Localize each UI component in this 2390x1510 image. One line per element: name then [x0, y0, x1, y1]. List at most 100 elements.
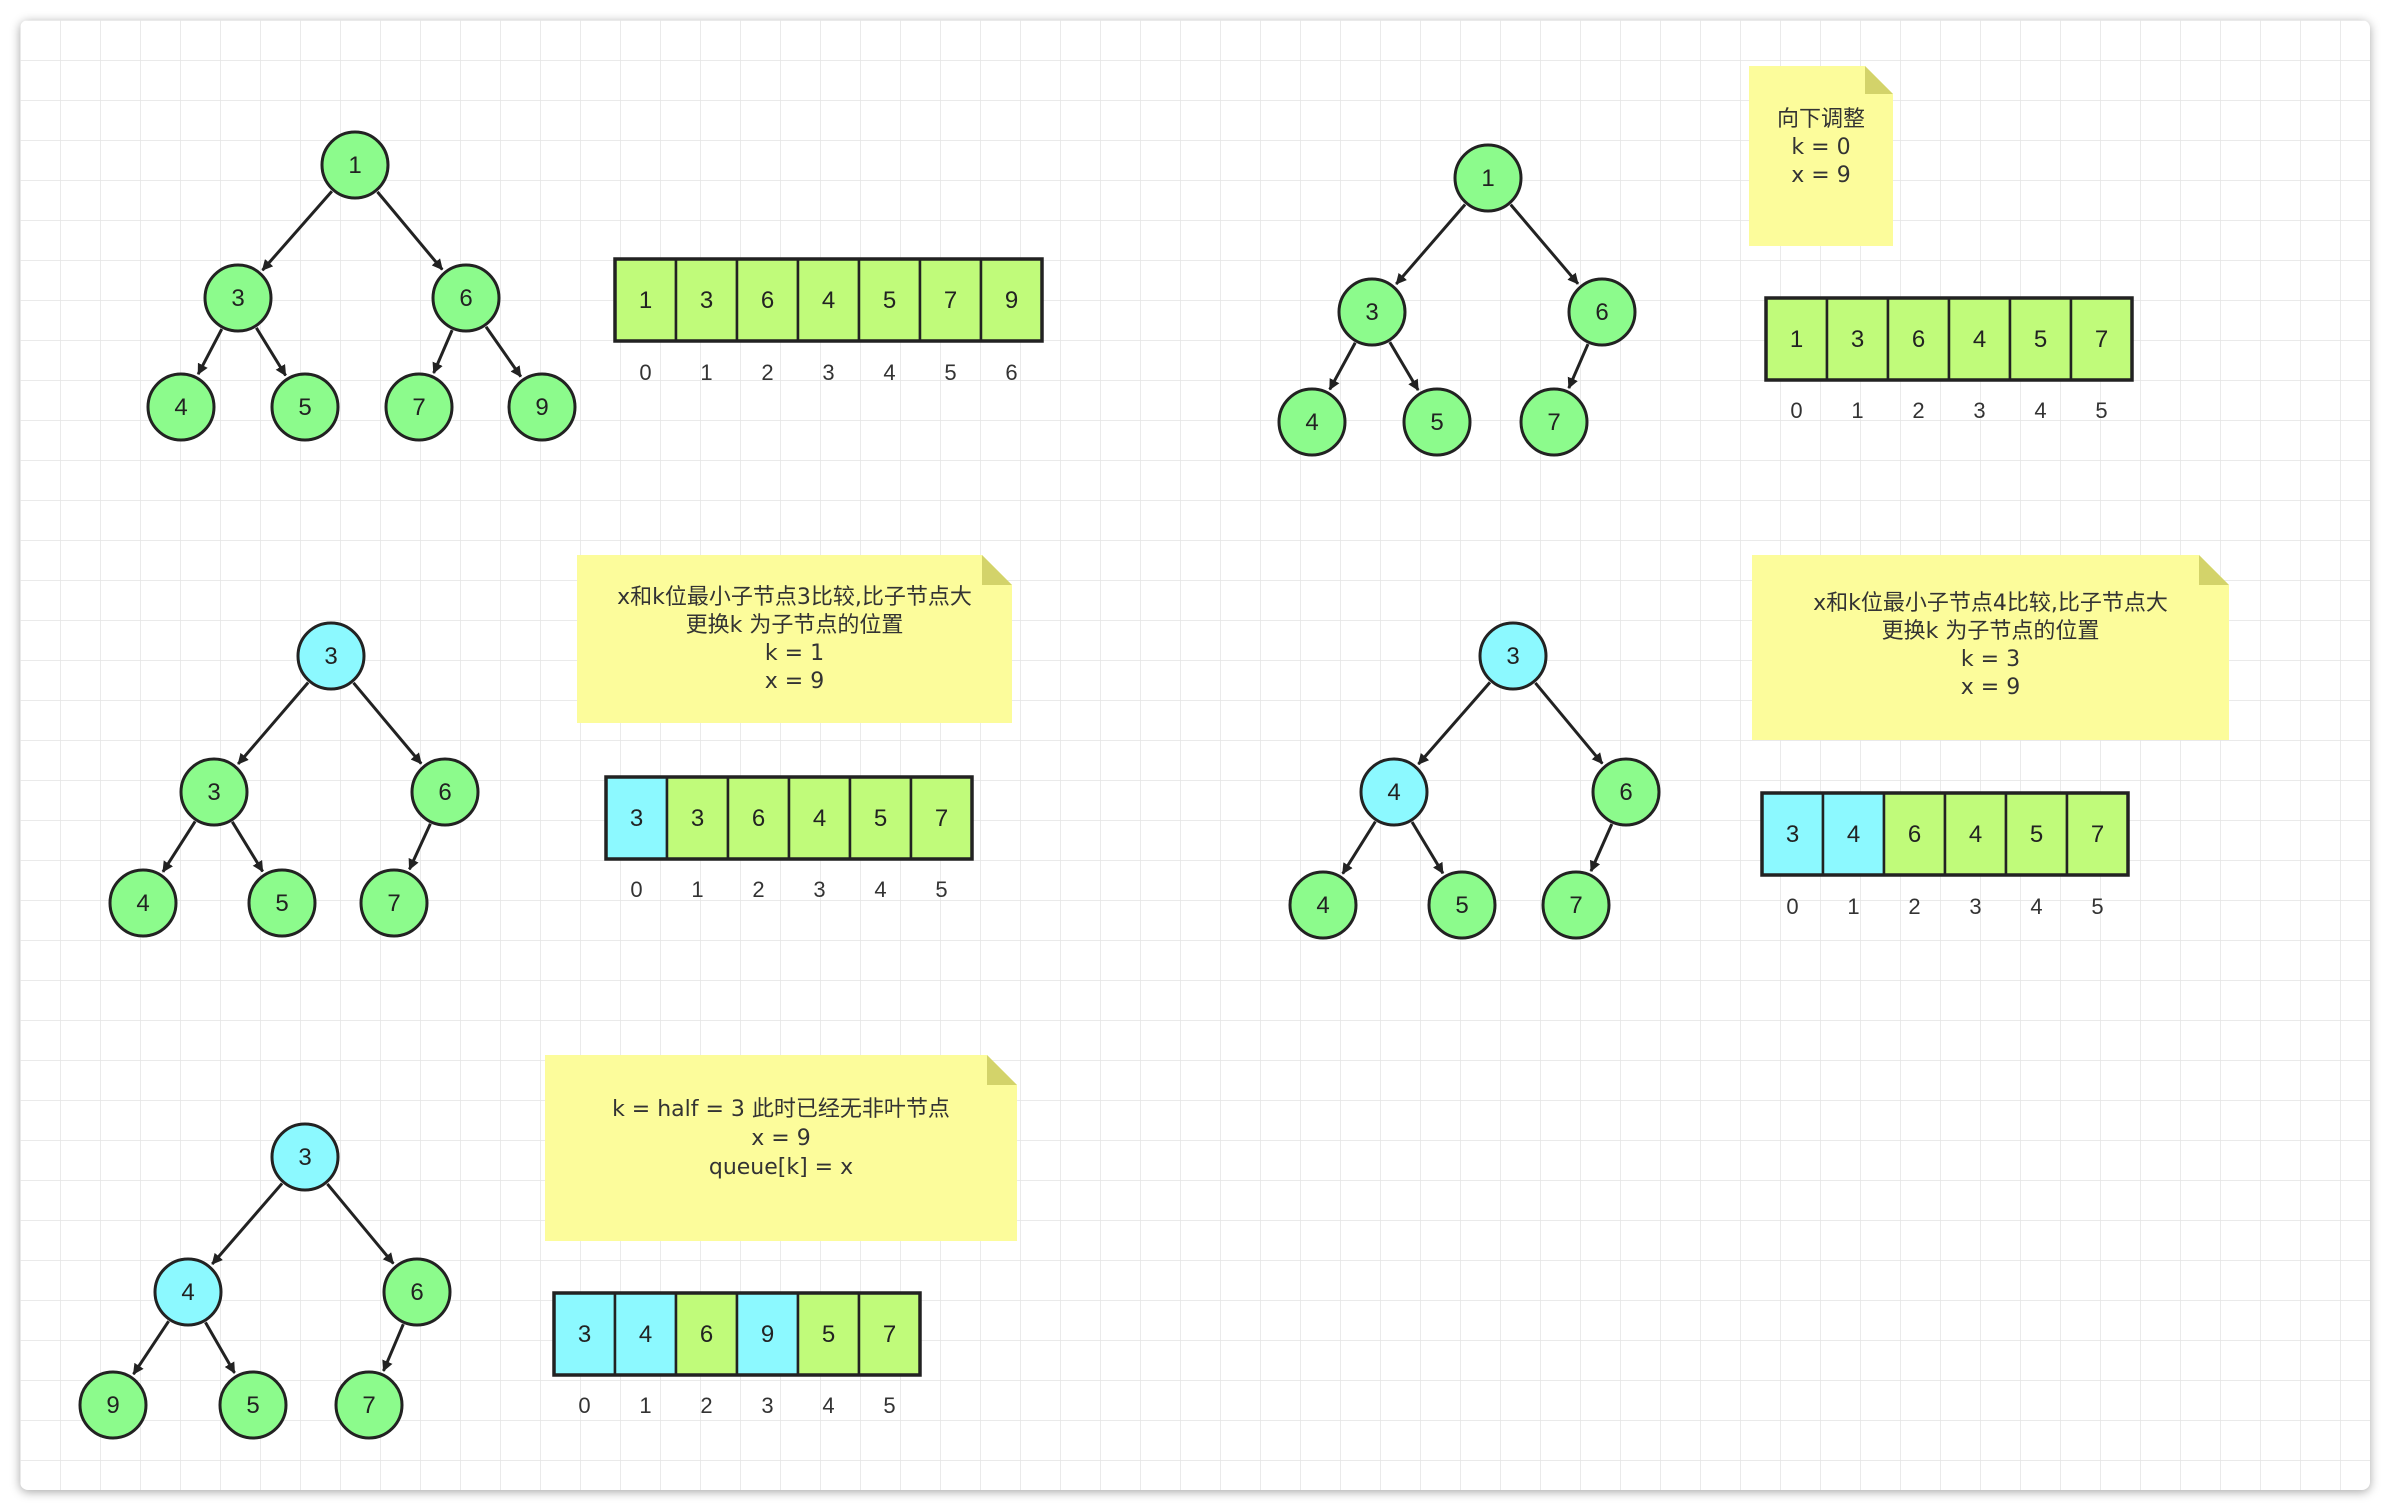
p1-array-cell-value: 7 — [944, 287, 957, 314]
p4-tree-node-circle — [1288, 870, 1358, 940]
p5-tree-edge — [382, 1323, 405, 1372]
p2-array-cell-value: 4 — [1973, 326, 1986, 353]
p4-array-cell-box — [1760, 791, 1825, 877]
p5-tree-node-circle — [382, 1257, 452, 1327]
p3-array-index: 5 — [935, 877, 947, 902]
p2-sticky-note-line: k = 0 — [1791, 135, 1850, 160]
p1-array-cell: 5 — [857, 257, 922, 343]
p1-tree-node: 7 — [384, 372, 454, 442]
p1-tree-node: 5 — [270, 372, 340, 442]
p2-tree-edge — [1509, 203, 1580, 285]
p1-tree-node-label: 3 — [231, 285, 244, 312]
p5-sticky-note-line: queue[k] = x — [709, 1155, 853, 1180]
p3-tree-edge — [231, 821, 264, 873]
p1-array-index: 0 — [639, 360, 651, 385]
p1-array-cell-value: 9 — [1005, 287, 1018, 314]
p3-tree-node-circle — [108, 868, 178, 938]
p5-tree-node: 3 — [270, 1122, 340, 1192]
p1-tree-edge — [261, 190, 334, 272]
p1-array-index: 5 — [944, 360, 956, 385]
p3-sticky-note-line: x和k位最小子节点3比较,比子节点大 — [617, 585, 972, 610]
p2-sticky-note-fold — [1865, 66, 1893, 94]
p2-tree-node-label: 3 — [1365, 299, 1378, 326]
p2-tree-edge — [1328, 342, 1357, 391]
p5-tree-node-label: 6 — [410, 1279, 423, 1306]
p5-tree-edge — [326, 1182, 395, 1265]
p5-array-cell-value: 3 — [578, 1321, 591, 1348]
p3-array-cell: 3 — [604, 775, 669, 861]
p3-sticky-note-line: x = 9 — [765, 669, 824, 694]
p4-tree-edge — [1410, 821, 1445, 875]
p2-sticky-note-line: x = 9 — [1791, 163, 1850, 188]
p5-array-frame — [552, 1291, 922, 1377]
p5-tree-node-circle — [153, 1257, 223, 1327]
p3-array-index: 0 — [630, 877, 642, 902]
p5-tree-node-circle — [78, 1370, 148, 1440]
p2-array-cell-value: 5 — [2034, 326, 2047, 353]
p1-array-cell-box — [796, 257, 861, 343]
p2-tree-node-circle — [1453, 143, 1523, 213]
p4-tree-node: 4 — [1288, 870, 1358, 940]
p1-tree-node-circle — [320, 130, 390, 200]
p1-array-cell: 7 — [918, 257, 983, 343]
p2-tree-node-circle — [1402, 387, 1472, 457]
p1-tree-node: 4 — [146, 372, 216, 442]
p4-sticky-note-fold — [2199, 555, 2229, 585]
p4-tree-node-label: 3 — [1506, 643, 1519, 670]
p2-tree-node: 3 — [1337, 277, 1407, 347]
p1-tree-node: 3 — [203, 263, 273, 333]
p3-array-cell: 4 — [787, 775, 852, 861]
p5-array-cell: 5 — [796, 1291, 861, 1377]
p5-tree-node-label: 3 — [298, 1144, 311, 1171]
p2-array-cell-value: 7 — [2095, 326, 2108, 353]
p1-array-index: 1 — [700, 360, 712, 385]
p4-tree-node-circle — [1359, 757, 1429, 827]
p3-tree-node: 6 — [410, 757, 480, 827]
p2-array-cell: 5 — [2008, 296, 2073, 382]
p4-sticky-note-line: 更换k 为子节点的位置 — [1882, 619, 2100, 644]
p5-tree-node-circle — [270, 1122, 340, 1192]
p2-array-index: 4 — [2034, 398, 2046, 423]
p5-array-cell-box — [674, 1291, 739, 1377]
p3-tree-node-label: 6 — [438, 779, 451, 806]
p4-array-cell-value: 5 — [2030, 821, 2043, 848]
p2-array-cell: 6 — [1886, 296, 1951, 382]
p1-tree-node-label: 9 — [535, 394, 548, 421]
p3-array-cell-value: 6 — [752, 805, 765, 832]
p4-tree-node: 5 — [1427, 870, 1497, 940]
p1-tree-node-circle — [431, 263, 501, 333]
p3-array-frame — [604, 775, 974, 861]
p1-tree-edge — [376, 190, 444, 271]
p1-tree-edge — [255, 327, 287, 377]
p3-array-cell-value: 3 — [630, 805, 643, 832]
p4-array-cell-box — [2065, 791, 2130, 877]
p2-tree-node: 1 — [1453, 143, 1523, 213]
p4-array-index: 2 — [1908, 894, 1920, 919]
p2-array-cell-value: 6 — [1912, 326, 1925, 353]
p3-tree-node-label: 7 — [387, 890, 400, 917]
p2-array-frame — [1764, 296, 2134, 382]
p3-array-cell: 7 — [909, 775, 974, 861]
p5-array-index: 3 — [761, 1393, 773, 1418]
p1-array-cell: 3 — [674, 257, 739, 343]
p4-tree-node-circle — [1541, 870, 1611, 940]
grid-background — [20, 20, 2370, 1490]
p5-sticky-note-body — [545, 1055, 1017, 1241]
p3-tree-node-circle — [179, 757, 249, 827]
p1-array-frame — [613, 257, 1044, 343]
p3-tree-node-label: 5 — [275, 890, 288, 917]
p1-array-cell-value: 3 — [700, 287, 713, 314]
p2-tree-node: 7 — [1519, 387, 1589, 457]
p4-array-index: 1 — [1847, 894, 1859, 919]
p2-array-index: 5 — [2095, 398, 2107, 423]
p4-array-frame — [1760, 791, 2130, 877]
p4-sticky-note-line: k = 3 — [1961, 647, 2020, 672]
p5-tree-node: 4 — [153, 1257, 223, 1327]
p4-tree-node-label: 4 — [1387, 779, 1400, 806]
p5-tree-edge — [211, 1182, 284, 1266]
p2-sticky-note-body — [1749, 66, 1893, 246]
p4-array-index: 3 — [1969, 894, 1981, 919]
p2-array-index: 1 — [1851, 398, 1863, 423]
p3-array-cell: 6 — [726, 775, 791, 861]
p4-array-cell: 5 — [2004, 791, 2069, 877]
